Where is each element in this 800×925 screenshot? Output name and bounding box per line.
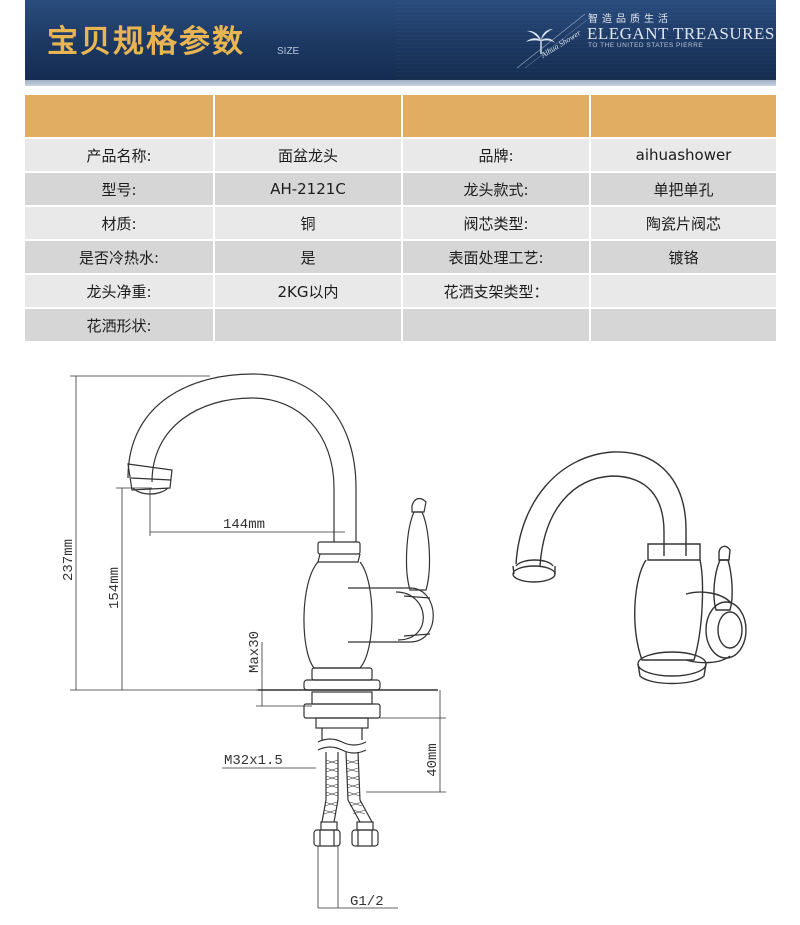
spec-label: 阀芯类型: [402,206,591,241]
table-header-cell [402,95,591,139]
spec-value [590,274,776,309]
spec-value [214,308,403,343]
brand-slogan-cn: 智造品质生活 [588,14,672,25]
spec-label: 材质: [25,206,215,241]
spec-value: aihuashower [590,138,776,173]
dim-label-height: 237mm [61,539,77,581]
table-row: 花洒形状: [25,308,776,343]
table-row: 型号: AH-2121C 龙头款式: 单把单孔 [25,172,776,207]
spec-value [590,308,776,343]
spec-value: AH-2121C [214,172,403,207]
spec-label: 品牌: [402,138,591,173]
faucet-side-view [127,373,438,908]
table-header-cell [590,95,776,139]
table-row: 是否冷热水: 是 表面处理工艺: 镀铬 [25,240,776,275]
page-title: 宝贝规格参数 [47,24,245,60]
dimension-labels: 237mm 154mm 144mm Max30 40mm M32x1.5 G1/… [61,517,441,910]
spec-value: 单把单孔 [590,172,776,207]
spec-value: 面盆龙头 [214,138,403,173]
banner-texture [396,0,776,80]
dim-label-spout-height: 154mm [107,567,123,609]
table-row: 产品名称: 面盆龙头 品牌: aihuashower [25,138,776,173]
dim-label-shank: 40mm [425,743,441,777]
dim-label-thread: M32x1.5 [224,753,283,769]
spec-label: 是否冷热水: [25,240,215,275]
faucet-perspective-view [512,451,747,685]
dim-label-reach: 144mm [223,517,265,533]
spec-label: 产品名称: [25,138,215,173]
table-row: 龙头净重: 2KG以内 花洒支架类型： [25,274,776,309]
spec-label: 表面处理工艺: [402,240,591,275]
spec-value: 陶瓷片阀芯 [590,206,776,241]
spec-label: 龙头净重: [25,274,215,309]
spec-label: 花洒支架类型： [402,274,591,309]
spec-label: 型号: [25,172,215,207]
table-header-cell [214,95,403,139]
table-header-row [25,95,776,139]
table-header-cell [25,95,215,139]
dim-label-max-deck: Max30 [247,631,263,673]
spec-value: 铜 [214,206,403,241]
size-tag: SIZE [277,46,300,57]
spec-label [402,308,591,343]
dimension-lines [70,375,446,909]
spec-value: 镀铬 [590,240,776,275]
spec-table: 产品名称: 面盆龙头 品牌: aihuashower 型号: AH-2121C … [25,95,776,343]
spec-label: 花洒形状: [25,308,215,343]
spec-value: 是 [214,240,403,275]
brand-logo-icon: Aihua Shower [516,13,588,69]
dim-label-fitting: G1/2 [350,894,384,910]
brand-subtitle: TO THE UNITED STATES PIERRE [588,42,704,49]
spec-label: 龙头款式: [402,172,591,207]
spec-value: 2KG以内 [214,274,403,309]
banner-underline [25,80,776,86]
faucet-dimension-drawing: 237mm 154mm 144mm Max30 40mm M32x1.5 G1/… [61,373,747,910]
header-banner: 宝贝规格参数 SIZE Aihua Shower 智造品质生活 ELEGANT … [25,0,776,80]
table-row: 材质: 铜 阀芯类型: 陶瓷片阀芯 [25,206,776,241]
brand-name-en: ELEGANT TREASURES [587,24,775,43]
